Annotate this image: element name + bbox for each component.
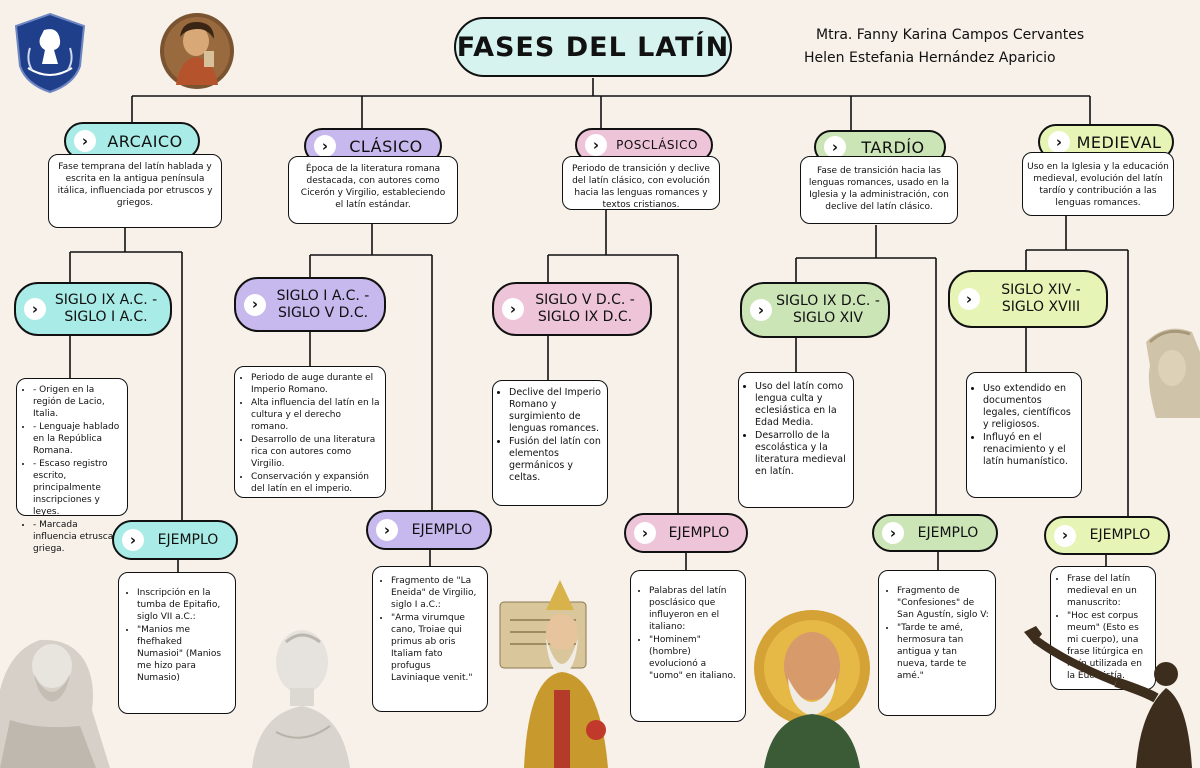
chevron-right-icon: › xyxy=(24,298,46,320)
example-button-clasico[interactable]: › EJEMPLO xyxy=(366,510,492,550)
feature-item: Uso extendido en documentos legales, cie… xyxy=(983,383,1077,431)
description-posclasico: Periodo de transición y declive del latí… xyxy=(562,156,720,210)
examples-tardio: Fragmento de "Confesiones" de San Agustí… xyxy=(878,570,996,716)
roman-head-statue-image xyxy=(1136,322,1200,418)
saint-augustine-icon-image xyxy=(744,606,880,768)
feature-item: Influyó en el renacimiento y el latín hu… xyxy=(983,432,1077,468)
features-tardio: Uso del latín como lengua culta y eclesi… xyxy=(738,372,854,508)
chevron-right-icon: › xyxy=(750,299,772,321)
chevron-right-icon: › xyxy=(585,134,607,156)
period-label: SIGLO IX D.C. - SIGLO XIV xyxy=(772,293,888,327)
period-medieval[interactable]: › SIGLO XIV - SIGLO XVIII xyxy=(948,270,1108,328)
example-label: EJEMPLO xyxy=(1076,527,1168,544)
example-label: EJEMPLO xyxy=(904,525,996,542)
description-clasico: Época de la literatura romana destacada,… xyxy=(288,156,458,224)
phase-label: ARCAICO xyxy=(96,133,198,150)
feature-item: Declive del Imperio Romano y surgimiento… xyxy=(509,387,603,435)
chevron-right-icon: › xyxy=(376,519,398,541)
feature-item: - Escaso registro escrito, principalment… xyxy=(33,458,123,518)
chevron-right-icon: › xyxy=(502,298,524,320)
example-label: EJEMPLO xyxy=(656,525,746,542)
examples-clasico: Fragmento de "La Eneida" de Virgilio, si… xyxy=(372,566,488,712)
cicero-bust-image xyxy=(246,622,352,768)
author-2: Helen Estefania Hernández Aparicio xyxy=(804,49,1094,67)
example-item: Frase del latín medieval en un manuscrit… xyxy=(1067,573,1151,609)
description-tardio: Fase de transición hacia las lenguas rom… xyxy=(800,156,958,224)
examples-arcaico: Inscripción en la tumba de Epitafio, sig… xyxy=(118,572,236,714)
example-item: Fragmento de "Confesiones" de San Agustí… xyxy=(897,585,989,621)
example-item: "Hominem" (hombre) evolucionó a "uomo" e… xyxy=(649,634,739,682)
roman-emperor-statue-image xyxy=(1016,622,1200,768)
chevron-right-icon: › xyxy=(122,529,144,551)
chevron-right-icon: › xyxy=(958,288,980,310)
chevron-right-icon: › xyxy=(1048,131,1070,153)
example-item: Fragmento de "La Eneida" de Virgilio, si… xyxy=(391,575,481,611)
period-label: SIGLO XIV - SIGLO XVIII xyxy=(980,282,1106,316)
example-item: "Manios me fhefhaked Numasioi" (Manios m… xyxy=(137,624,229,684)
example-button-tardio[interactable]: › EJEMPLO xyxy=(872,514,998,552)
example-item: Inscripción en la tumba de Epitafio, sig… xyxy=(137,587,229,623)
feature-item: Desarrollo de una literatura rica con au… xyxy=(251,434,381,470)
chevron-right-icon: › xyxy=(74,130,96,152)
university-shield-logo xyxy=(14,12,86,94)
period-arcaico[interactable]: › SIGLO IX A.C. - SIGLO I A.C. xyxy=(14,282,172,336)
example-button-posclasico[interactable]: › EJEMPLO xyxy=(624,513,748,553)
phase-label: MEDIEVAL xyxy=(1070,134,1172,151)
example-item: "Tarde te amé, hermosura tan antigua y t… xyxy=(897,622,989,682)
feature-item: Conservación y expansión del latín en el… xyxy=(251,471,381,495)
description-medieval: Uso en la Iglesia y la educación medieva… xyxy=(1022,152,1174,216)
example-item: Palabras del latín posclásico que influy… xyxy=(649,585,739,633)
example-button-arcaico[interactable]: › EJEMPLO xyxy=(112,520,238,560)
feature-item: Uso del latín como lengua culta y eclesi… xyxy=(755,381,849,429)
feature-item: Fusión del latín con elementos germánico… xyxy=(509,436,603,484)
phase-label: TARDÍO xyxy=(846,139,944,156)
period-label: SIGLO IX A.C. - SIGLO I A.C. xyxy=(46,292,170,326)
features-posclasico: Declive del Imperio Romano y surgimiento… xyxy=(492,380,608,506)
chevron-right-icon: › xyxy=(882,522,904,544)
feature-item: - Lenguaje hablado en la República Roman… xyxy=(33,421,123,457)
chevron-right-icon: › xyxy=(1054,525,1076,547)
phase-label: POSCLÁSICO xyxy=(607,137,711,154)
example-button-medieval[interactable]: › EJEMPLO xyxy=(1044,516,1170,555)
roman-fresco-portrait xyxy=(158,11,236,91)
chevron-right-icon: › xyxy=(824,136,846,158)
period-clasico[interactable]: › SIGLO I A.C. - SIGLO V D.C. xyxy=(234,277,386,332)
feature-item: Alta influencia del latín en la cultura … xyxy=(251,397,381,433)
phase-label: CLÁSICO xyxy=(336,138,440,155)
example-item: "Arma virumque cano, Troiae qui primus a… xyxy=(391,612,481,684)
feature-item: - Origen en la región de Lacio, Italia. xyxy=(33,384,123,420)
chevron-right-icon: › xyxy=(634,522,656,544)
zeus-statue-image xyxy=(0,630,110,768)
period-tardio[interactable]: › SIGLO IX D.C. - SIGLO XIV xyxy=(740,282,890,338)
feature-item: - Marcada influencia etrusca y griega. xyxy=(33,519,123,555)
features-clasico: Periodo de auge durante el Imperio Roman… xyxy=(234,366,386,498)
feature-item: Periodo de auge durante el Imperio Roman… xyxy=(251,372,381,396)
examples-posclasico: Palabras del latín posclásico que influy… xyxy=(630,570,746,722)
period-posclasico[interactable]: › SIGLO V D.C. - SIGLO IX D.C. xyxy=(492,282,652,336)
description-arcaico: Fase temprana del latín hablada y escrit… xyxy=(48,154,222,228)
author-1: Mtra. Fanny Karina Campos Cervantes xyxy=(816,26,1106,44)
example-label: EJEMPLO xyxy=(144,532,236,549)
chevron-right-icon: › xyxy=(314,135,336,157)
period-label: SIGLO V D.C. - SIGLO IX D.C. xyxy=(524,292,650,326)
features-medieval: Uso extendido en documentos legales, cie… xyxy=(966,372,1082,498)
chevron-right-icon: › xyxy=(244,294,266,316)
diagram-title: FASES DEL LATÍN xyxy=(454,17,732,77)
feature-item: Desarrollo de la escolástica y la litera… xyxy=(755,430,849,478)
features-arcaico: - Origen en la región de Lacio, Italia. … xyxy=(16,378,128,516)
example-label: EJEMPLO xyxy=(398,522,490,539)
saint-with-tablet-image xyxy=(496,580,636,768)
period-label: SIGLO I A.C. - SIGLO V D.C. xyxy=(266,288,384,322)
